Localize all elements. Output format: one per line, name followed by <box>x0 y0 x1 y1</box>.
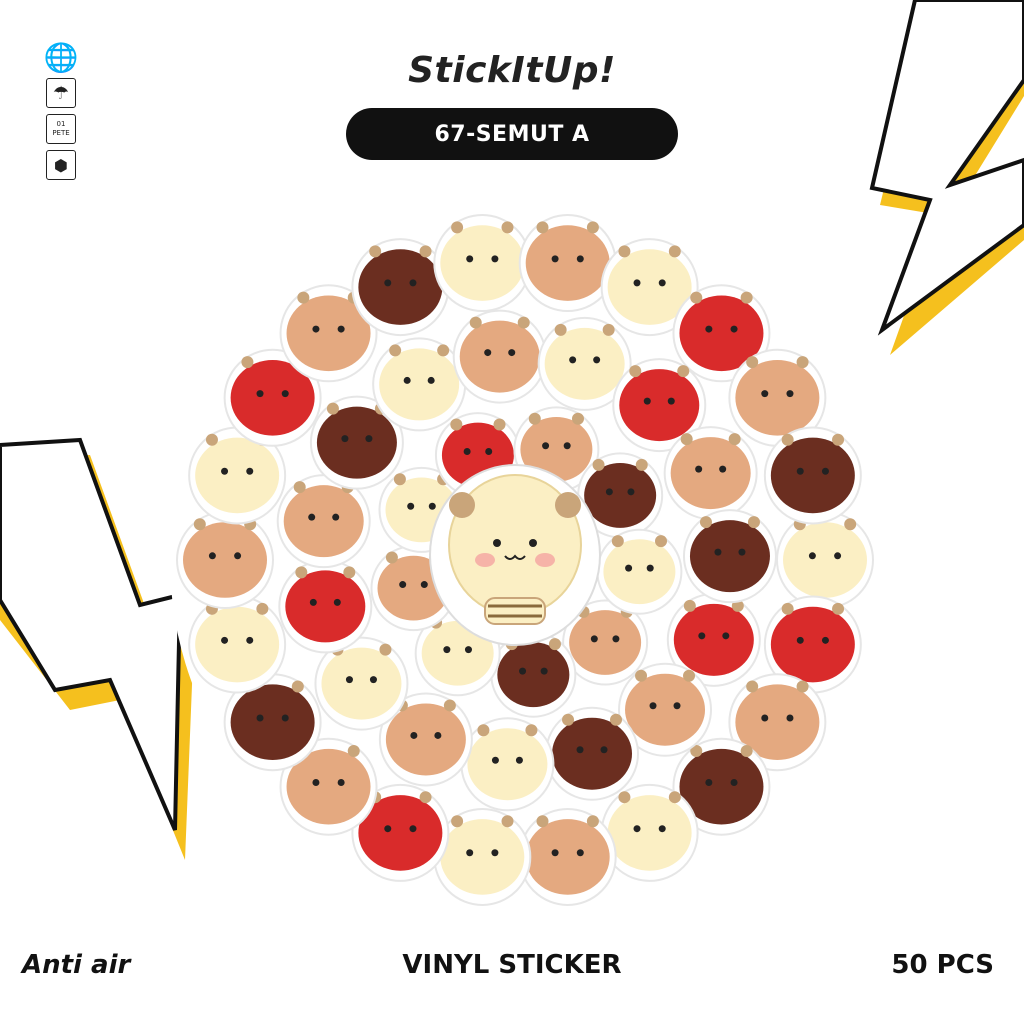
sticker-character <box>378 692 473 787</box>
sticker-character <box>562 599 649 686</box>
sticker-character <box>518 214 617 313</box>
sticker-character <box>618 662 713 757</box>
lightning-bolt-top-right <box>869 0 1024 355</box>
sticker-character <box>276 474 371 569</box>
sticker-character <box>279 284 378 383</box>
sticker-character <box>518 807 617 906</box>
sticker-collage <box>170 205 880 915</box>
sticker-character <box>672 737 771 836</box>
sticker-character <box>351 783 450 882</box>
lightning-bolt-left <box>0 437 195 860</box>
footer-vinyl-sticker: VINYL STICKER <box>402 950 622 980</box>
sticker-character <box>188 595 287 694</box>
sticker-character <box>763 426 862 525</box>
product-code-label: 67-SEMUT A <box>434 121 590 147</box>
sticker-character <box>314 636 409 731</box>
sticker-character <box>433 214 532 313</box>
sticker-character <box>188 426 287 525</box>
center-bee-sticker <box>429 464 601 646</box>
sticker-character <box>663 426 758 521</box>
sticker-character <box>666 592 761 687</box>
umbrella-icon: ☂ <box>46 78 76 108</box>
sticker-character <box>600 783 699 882</box>
sticker-character <box>490 631 577 718</box>
sticker-character <box>682 509 777 604</box>
globe-icon: 🌐 <box>43 40 79 74</box>
package-hands-icon: ⬢ <box>46 150 76 180</box>
sticker-character <box>728 673 827 772</box>
sticker-character <box>278 559 373 654</box>
product-code-badge: 67-SEMUT A <box>346 108 678 160</box>
sticker-character <box>223 673 322 772</box>
footer-piece-count: 50 PCS <box>891 950 994 980</box>
sticker-character <box>433 807 532 906</box>
sticker-character <box>351 238 450 337</box>
sticker-character <box>596 528 683 615</box>
sticker-character <box>612 358 707 453</box>
footer-anti-air: Anti air <box>22 950 131 980</box>
sticker-character <box>309 395 404 490</box>
sticker-character <box>545 706 640 801</box>
sticker-character <box>672 284 771 383</box>
sticker-character <box>372 337 467 432</box>
sticker-character <box>452 309 547 404</box>
sticker-character <box>460 717 555 812</box>
care-icons-column: 🌐 ☂ 01 PETE ⬢ <box>43 40 79 186</box>
brand-logo: StickItUp! <box>408 50 616 91</box>
sticker-character <box>600 238 699 337</box>
sticker-character <box>176 511 274 609</box>
recycle-pete-icon: 01 PETE <box>46 114 76 144</box>
sticker-character <box>728 348 827 447</box>
sticker-character <box>776 511 874 609</box>
sticker-character <box>537 316 632 411</box>
